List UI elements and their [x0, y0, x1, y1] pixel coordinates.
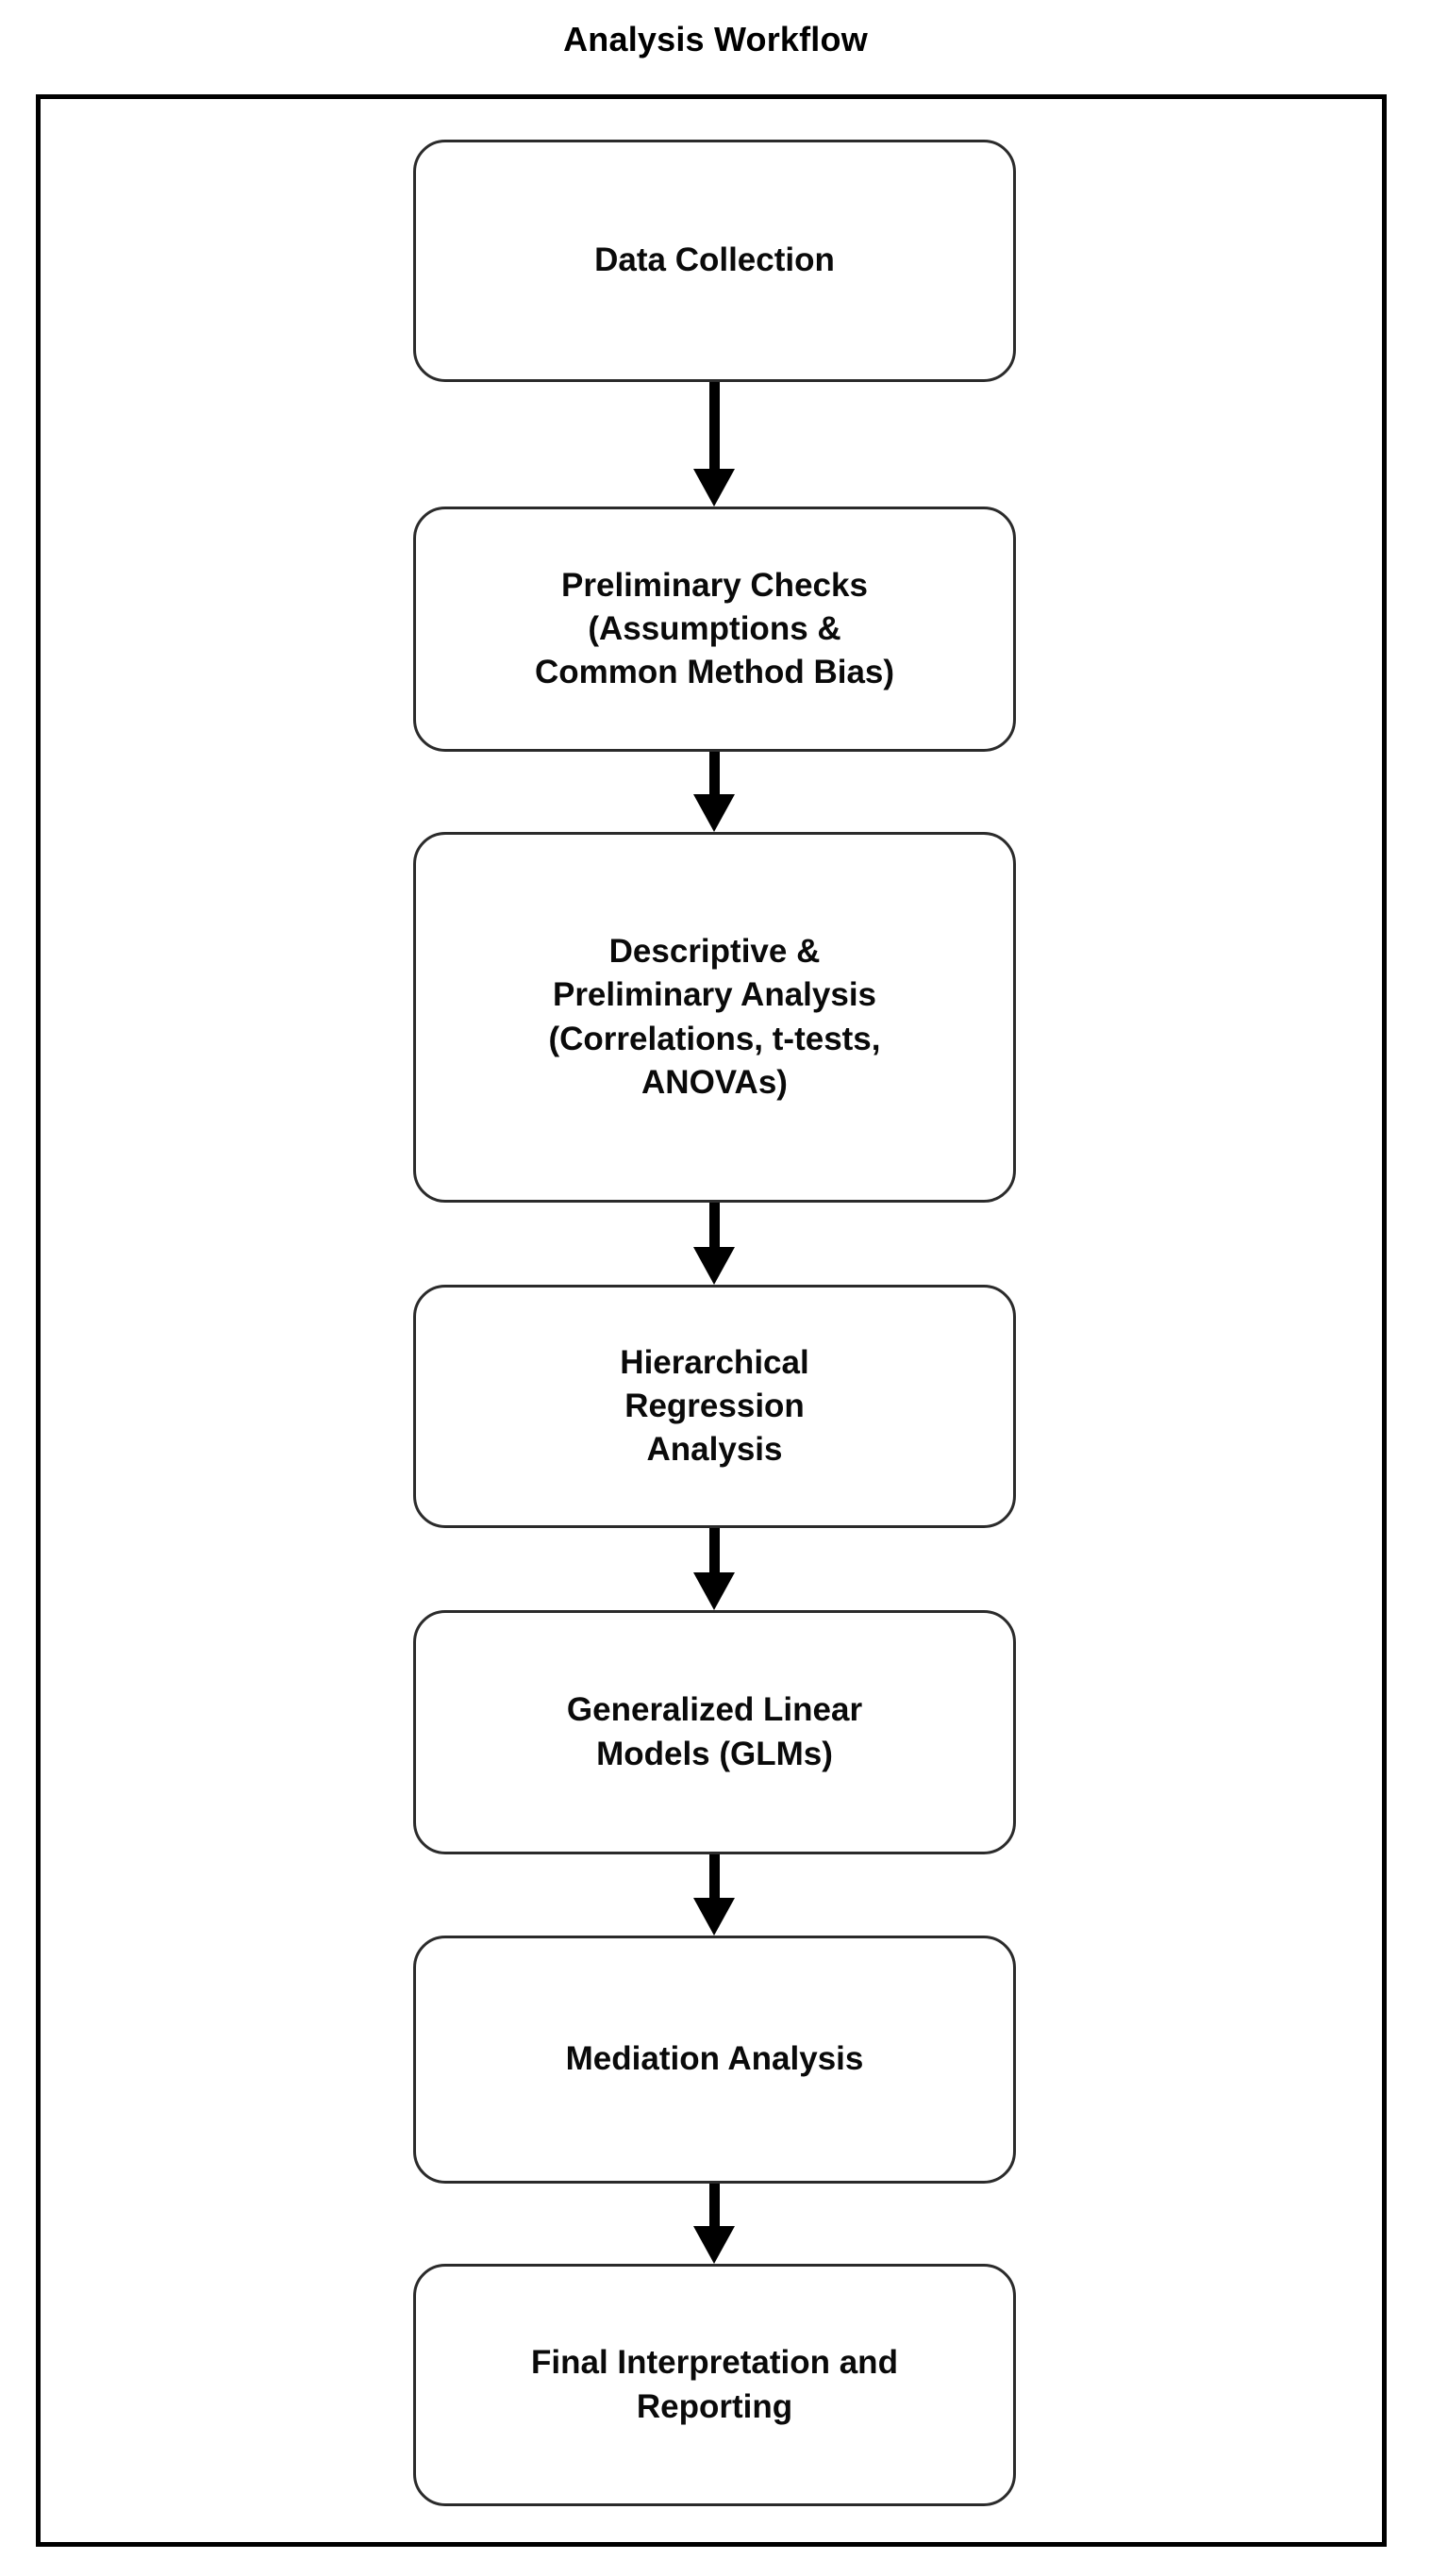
- flow-node-data-collection[interactable]: Data Collection: [413, 140, 1016, 382]
- arrow-head: [693, 1898, 735, 1936]
- arrow-head: [693, 1247, 735, 1285]
- page-title: Analysis Workflow: [563, 20, 868, 58]
- flow-node-hierarchical-regression[interactable]: Hierarchical Regression Analysis: [413, 1285, 1016, 1528]
- flow-node-label: Mediation Analysis: [565, 2040, 864, 2078]
- flow-node-label: Data Collection: [594, 241, 835, 279]
- flow-node-label: Final Interpretation and Reporting: [531, 2344, 898, 2425]
- arrow-head: [693, 1572, 735, 1610]
- arrow-shaft: [709, 1528, 720, 1572]
- arrow-shaft: [709, 1203, 720, 1247]
- flow-node-glm[interactable]: Generalized Linear Models (GLMs): [413, 1610, 1016, 1854]
- arrow-shaft: [709, 382, 720, 469]
- arrow-head: [693, 2226, 735, 2264]
- flow-node-final-interpretation[interactable]: Final Interpretation and Reporting: [413, 2264, 1016, 2506]
- arrow-shaft: [709, 1854, 720, 1898]
- flow-node-label: Generalized Linear Models (GLMs): [566, 1691, 863, 1772]
- flow-node-preliminary-checks[interactable]: Preliminary Checks (Assumptions & Common…: [413, 507, 1016, 752]
- arrow-head: [693, 794, 735, 832]
- arrow-shaft: [709, 752, 720, 794]
- flow-node-mediation-analysis[interactable]: Mediation Analysis: [413, 1936, 1016, 2184]
- flow-node-descriptive-analysis[interactable]: Descriptive & Preliminary Analysis (Corr…: [413, 832, 1016, 1203]
- flow-node-label: Descriptive & Preliminary Analysis (Corr…: [548, 933, 881, 1101]
- arrow-head: [693, 469, 735, 507]
- flow-node-label: Hierarchical Regression Analysis: [620, 1343, 809, 1469]
- flow-node-label: Preliminary Checks (Assumptions & Common…: [534, 566, 895, 691]
- arrow-shaft: [709, 2184, 720, 2226]
